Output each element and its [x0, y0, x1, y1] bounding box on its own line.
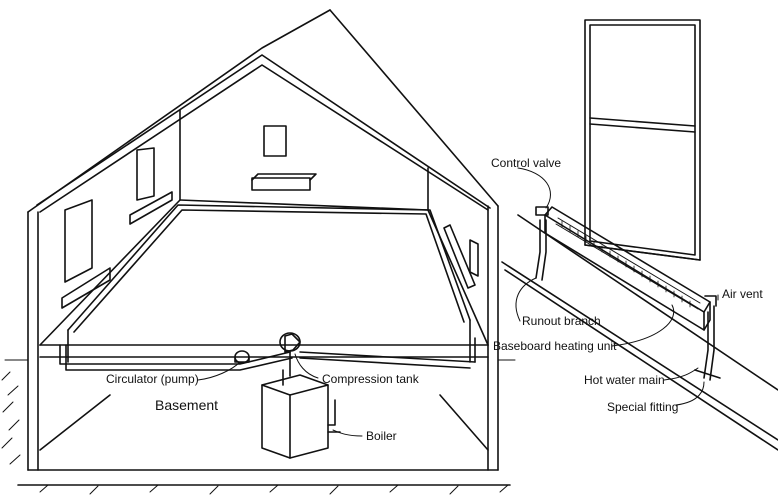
- leader-lines: [198, 168, 718, 436]
- house-baseboard-units: [62, 174, 475, 308]
- label-circulator-pump: Circulator (pump): [106, 372, 199, 386]
- label-special-fitting: Special fitting: [607, 400, 679, 414]
- house-windows: [65, 126, 478, 282]
- label-basement: Basement: [155, 397, 219, 413]
- label-runout-branch: Runout branch: [522, 314, 601, 328]
- compression-tank-shape: [280, 333, 300, 376]
- label-air-vent: Air vent: [722, 287, 763, 301]
- ground-hatching: [2, 360, 515, 494]
- boiler-shape: [262, 370, 340, 458]
- upstairs-piping: [68, 205, 470, 362]
- detail-piping: [536, 207, 720, 380]
- label-boiler: Boiler: [366, 429, 397, 443]
- circulator-pump-shape: [235, 351, 249, 363]
- detail-window: [585, 20, 700, 260]
- label-hot-water-main: Hot water main: [584, 373, 665, 387]
- detail-wall-lines: [502, 215, 778, 450]
- detail-baseboard-unit: [545, 207, 710, 330]
- basement-piping: [60, 338, 475, 370]
- label-compression-tank: Compression tank: [322, 372, 419, 386]
- label-baseboard-heating-unit: Baseboard heating unit: [493, 339, 617, 353]
- label-control-valve: Control valve: [491, 156, 562, 170]
- detail-grille-hatching: [562, 221, 690, 307]
